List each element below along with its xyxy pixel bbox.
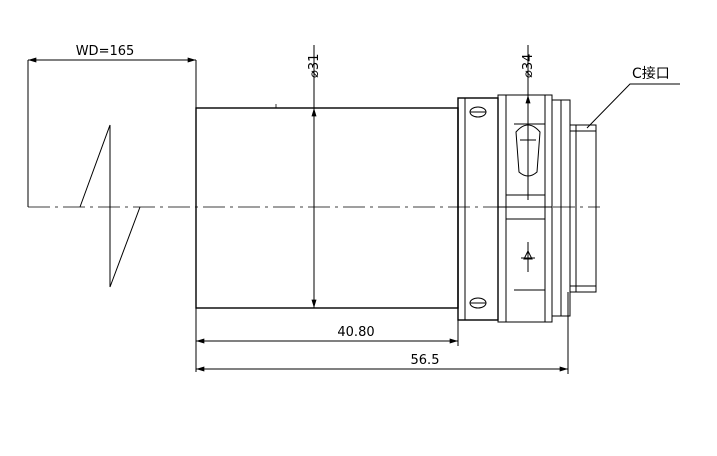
c-mount-thread	[569, 124, 597, 293]
flange-diameter-label: ⌀34	[521, 54, 536, 78]
barrel-length-dimension: 40.80	[195, 308, 459, 372]
c-mount-callout: C接口	[586, 65, 680, 129]
total-length-dimension: 56.5	[195, 292, 569, 374]
total-length-label: 56.5	[411, 353, 440, 368]
working-distance-break	[27, 60, 141, 288]
barrel-diameter-dimension: ⌀31	[307, 45, 322, 308]
wd-dimension: WD=165	[28, 44, 197, 108]
focus-ring-section	[457, 94, 571, 323]
index-mark	[521, 242, 535, 272]
locking-screw-bottom	[469, 297, 487, 309]
c-mount-label: C接口	[632, 65, 670, 82]
locking-screw-top	[469, 106, 487, 118]
flange-diameter-dimension: ⌀34	[521, 45, 536, 200]
barrel-length-label: 40.80	[337, 325, 374, 340]
barrel-diameter-label: ⌀31	[307, 54, 322, 78]
wd-label: WD=165	[76, 44, 135, 59]
lens-barrel	[195, 104, 459, 309]
